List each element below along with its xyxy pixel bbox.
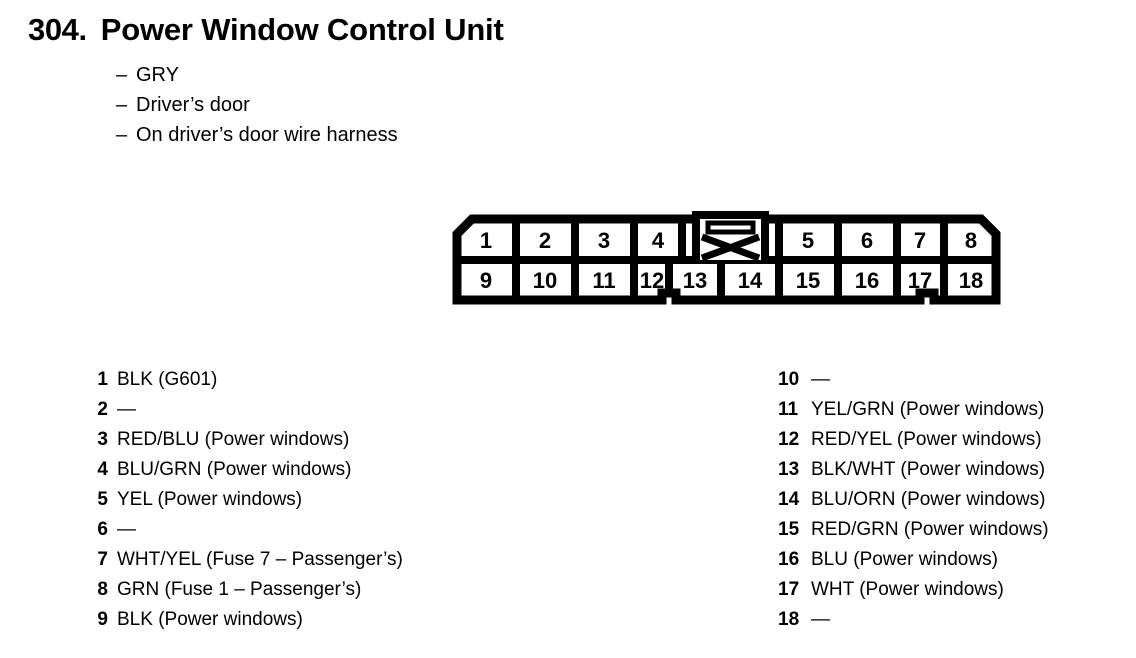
pin-list-item: 6— (88, 515, 403, 545)
pin-list-item: 3 RED/BLU (Power windows) (88, 425, 403, 455)
connector-pin-7: 7 (914, 228, 926, 253)
connector-pin-6: 6 (861, 228, 873, 253)
pin-number: 16 (778, 549, 800, 570)
pin-number: 3 (97, 429, 108, 450)
pin-list-item: 13 BLK/WHT (Power windows) (778, 455, 1049, 485)
keyed-blank-slot-icon (692, 211, 769, 262)
section-number: 304. (28, 12, 87, 47)
connector-pin-11: 11 (592, 268, 615, 293)
pin-number: 5 (97, 489, 108, 510)
pin-description: — (117, 519, 136, 540)
connector-diagram: 1 2 3 4 5 6 7 8 9 10 11 12 13 14 15 16 1… (452, 211, 1001, 305)
connector-pin-14: 14 (738, 268, 763, 293)
subtitle-text: Driver’s door (136, 94, 250, 116)
pin-description: RED/GRN (Power windows) (811, 519, 1049, 540)
pin-description: RED/BLU (Power windows) (117, 429, 350, 450)
pin-list-item: 11 YEL/GRN (Power windows) (778, 395, 1049, 425)
pin-number: 11 (778, 399, 799, 420)
connector-pin-13: 13 (683, 268, 707, 293)
pin-list-item: 2— (88, 395, 403, 425)
pin-list-item: 10 — (778, 365, 1049, 395)
pin-number: 8 (97, 579, 108, 600)
pin-number: 17 (778, 579, 800, 600)
pin-description: BLK (G601) (117, 369, 218, 390)
pin-list-item: 17 WHT (Power windows) (778, 575, 1049, 605)
pin-number: 9 (97, 609, 108, 630)
pin-list-item: 5 YEL (Power windows) (88, 485, 403, 515)
connector-pin-3: 3 (598, 228, 610, 253)
pin-number: 10 (778, 369, 800, 390)
pin-list-item: 18 — (778, 605, 1049, 635)
connector-pin-5: 5 (802, 228, 814, 253)
pin-number: 6 (97, 519, 108, 540)
pin-number: 15 (778, 519, 800, 540)
pin-list-item: 14 BLU/ORN (Power windows) (778, 485, 1049, 515)
pin-number: 7 (97, 549, 108, 570)
pin-description: GRN (Fuse 1 – Passenger’s) (117, 579, 362, 600)
subtitle-text: GRY (136, 64, 179, 86)
subtitle-text: On driver’s door wire harness (136, 124, 398, 146)
connector-pin-15: 15 (796, 268, 820, 293)
pin-description: BLK/WHT (Power windows) (811, 459, 1046, 480)
connector-pin-16: 16 (855, 268, 879, 293)
pin-list-item: 7 WHT/YEL (Fuse 7 – Passenger’s) (88, 545, 403, 575)
pin-description: — (117, 399, 136, 420)
pin-description: BLK (Power windows) (117, 609, 303, 630)
pin-description: YEL/GRN (Power windows) (811, 399, 1045, 420)
connector-pin-17: 17 (908, 268, 932, 293)
dash-bullet-icon: – (116, 94, 128, 116)
pin-description: BLU/GRN (Power windows) (117, 459, 352, 480)
connector-pin-9: 9 (480, 268, 492, 293)
pin-description: — (811, 609, 830, 630)
pin-number: 1 (97, 369, 108, 390)
title-text: Power Window Control Unit (100, 12, 504, 47)
pin-number: 18 (778, 609, 800, 630)
connector-pin-10: 10 (533, 268, 557, 293)
subtitle-item: –GRY (116, 60, 398, 90)
dash-bullet-icon: – (116, 124, 128, 146)
page-title: 304. Power Window Control Unit (28, 12, 504, 48)
connector-pin-12: 12 (640, 268, 664, 293)
pin-description: BLU (Power windows) (811, 549, 998, 570)
pin-description: YEL (Power windows) (117, 489, 303, 510)
pin-number: 14 (778, 489, 800, 510)
subtitle-item: –Driver’s door (116, 90, 398, 120)
pin-list-item: 16 BLU (Power windows) (778, 545, 1049, 575)
pin-number: 2 (97, 399, 108, 420)
pin-list-item: 15 RED/GRN (Power windows) (778, 515, 1049, 545)
pin-list-item: 8 GRN (Fuse 1 – Passenger’s) (88, 575, 403, 605)
connector-pin-18: 18 (959, 268, 983, 293)
pin-list-item: 4 BLU/GRN (Power windows) (88, 455, 403, 485)
subtitle-list: –GRY –Driver’s door –On driver’s door wi… (116, 60, 398, 150)
pin-description: — (811, 369, 830, 390)
pin-number: 12 (778, 429, 800, 450)
connector-pin-8: 8 (965, 228, 977, 253)
pin-list-item: 9 BLK (Power windows) (88, 605, 403, 635)
connector-pin-4: 4 (652, 228, 665, 253)
pin-list-right: 10 — 11 YEL/GRN (Power windows) 12 RED/YEL … (778, 365, 1049, 635)
pin-list-item: 1 BLK (G601) (88, 365, 403, 395)
pin-description: BLU/ORN (Power windows) (811, 489, 1046, 510)
pin-list-item: 12 RED/YEL (Power windows) (778, 425, 1049, 455)
pin-number: 13 (778, 459, 800, 480)
dash-bullet-icon: – (116, 64, 128, 86)
pin-description: RED/YEL (Power windows) (811, 429, 1042, 450)
connector-pin-1: 1 (480, 228, 492, 253)
pin-number: 4 (97, 459, 108, 480)
pin-description: WHT (Power windows) (811, 579, 1004, 600)
connector-pin-2: 2 (539, 228, 551, 253)
subtitle-item: –On driver’s door wire harness (116, 120, 398, 150)
pin-description: WHT/YEL (Fuse 7 – Passenger’s) (117, 549, 403, 570)
